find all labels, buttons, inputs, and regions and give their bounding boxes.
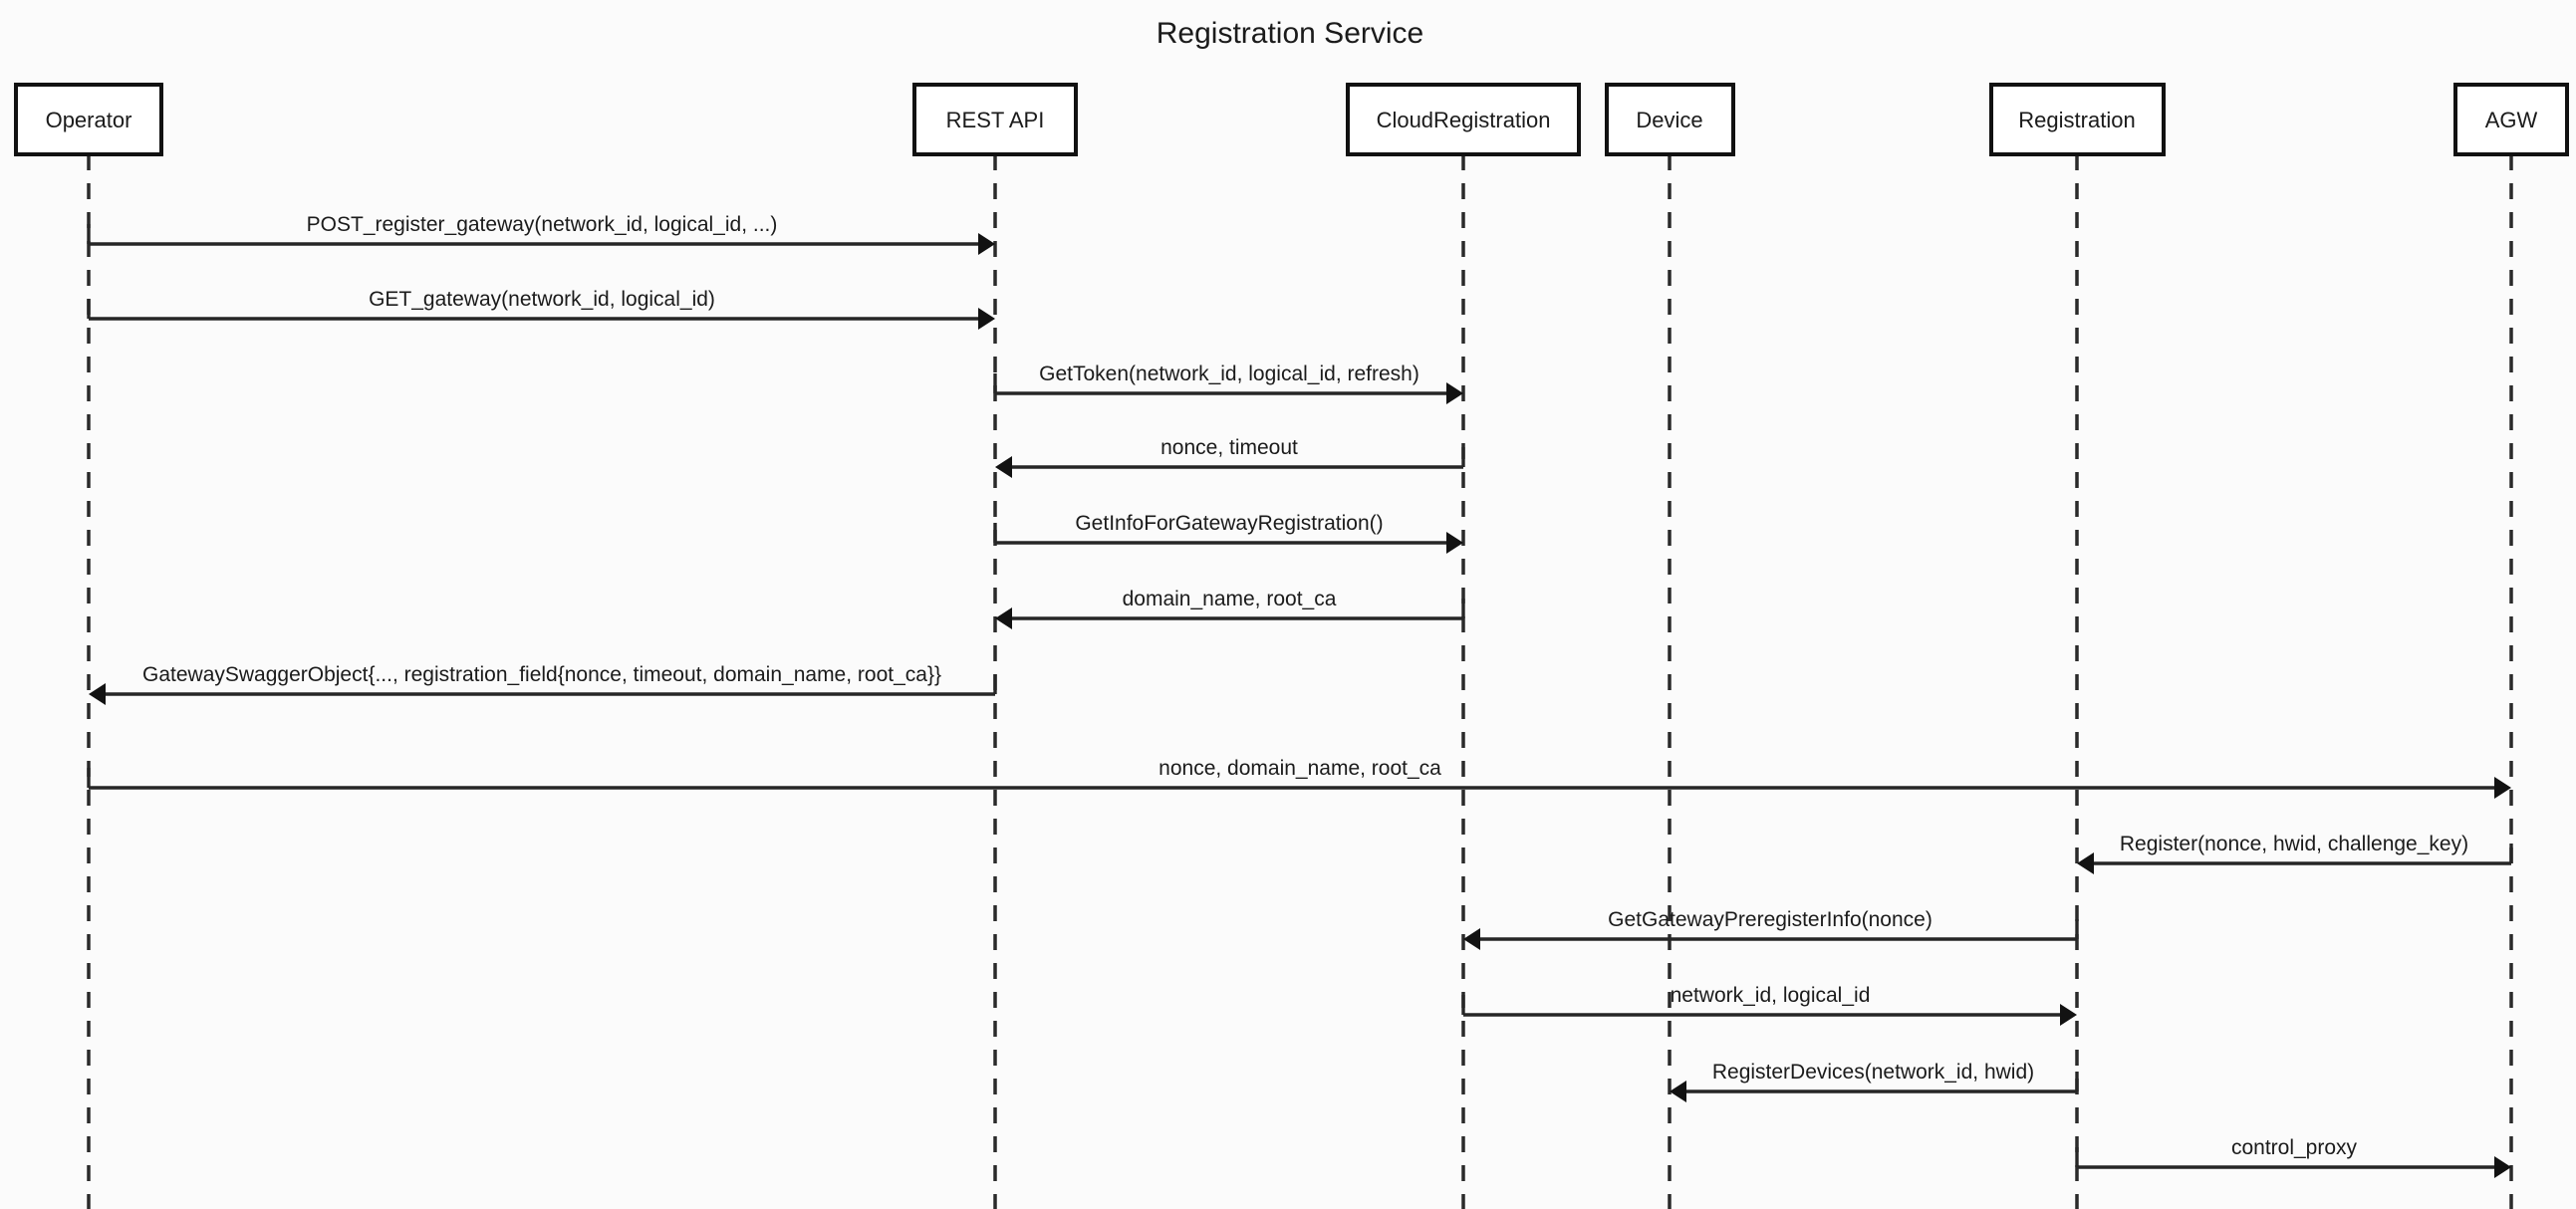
msg-9-label: Register(nonce, hwid, challenge_key) — [2120, 833, 2468, 855]
msg-4-arrowhead — [995, 456, 1012, 478]
msg-7-label: GatewaySwaggerObject{..., registration_f… — [142, 663, 941, 686]
msg-9-arrowhead — [2077, 852, 2094, 874]
participant-label-agw: AGW — [2485, 108, 2538, 132]
msg-10-label: GetGatewayPreregisterInfo(nonce) — [1608, 908, 1932, 931]
msg-11-arrowhead — [2060, 1004, 2077, 1026]
msg-13-arrowhead — [2494, 1156, 2511, 1178]
msg-4-label: nonce, timeout — [1160, 436, 1298, 459]
msg-1-label: POST_register_gateway(network_id, logica… — [307, 213, 778, 236]
msg-8-arrowhead — [2494, 777, 2511, 799]
msg-2-label: GET_gateway(network_id, logical_id) — [369, 288, 715, 311]
msg-1-arrowhead — [978, 233, 995, 255]
participant-label-cloudregistration: CloudRegistration — [1377, 108, 1551, 132]
msg-12-arrowhead — [1670, 1081, 1686, 1102]
msg-5-label: GetInfoForGatewayRegistration() — [1075, 512, 1383, 535]
msg-3-arrowhead — [1446, 382, 1463, 404]
diagram-title: Registration Service — [1157, 17, 1423, 50]
msg-13-label: control_proxy — [2231, 1136, 2358, 1159]
msg-5-arrowhead — [1446, 532, 1463, 554]
msg-6-label: domain_name, root_ca — [1123, 588, 1337, 610]
msg-11-label: network_id, logical_id — [1671, 984, 1871, 1007]
msg-7-arrowhead — [89, 683, 106, 705]
participant-box-agw[interactable] — [2453, 83, 2569, 156]
msg-12-label: RegisterDevices(network_id, hwid) — [1712, 1061, 2034, 1084]
participant-box-device[interactable] — [1605, 83, 1735, 156]
participant-box-operator[interactable] — [14, 83, 163, 156]
participant-box-rest_api[interactable] — [912, 83, 1078, 156]
participant-box-cloudregistration[interactable] — [1346, 83, 1581, 156]
msg-10-arrowhead — [1463, 928, 1480, 950]
participant-box-registration[interactable] — [1989, 83, 2166, 156]
msg-2-arrowhead — [978, 308, 995, 330]
participant-label-device: Device — [1636, 108, 1702, 132]
msg-3-label: GetToken(network_id, logical_id, refresh… — [1039, 363, 1419, 385]
participant-label-registration: Registration — [2018, 108, 2135, 132]
participant-label-rest_api: REST API — [946, 108, 1045, 132]
msg-6-arrowhead — [995, 607, 1012, 629]
participant-label-operator: Operator — [46, 108, 132, 132]
msg-8-label: nonce, domain_name, root_ca — [1159, 757, 1441, 780]
